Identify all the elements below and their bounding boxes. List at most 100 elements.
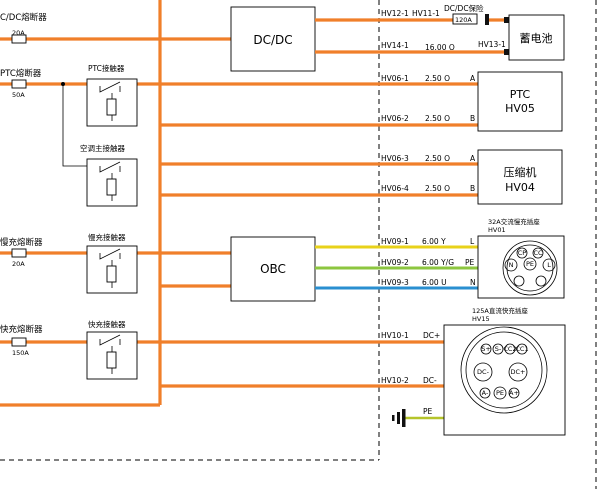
pin-hv09-1: L [470, 237, 475, 246]
wire-hv06-2-spec: 2.50 O [425, 114, 450, 123]
pin-hv10-1: DC+ [423, 331, 440, 340]
contactor-slow-coil [106, 265, 117, 283]
slow-pin-cc: CC [532, 247, 544, 259]
contactor-fast-switch [99, 334, 121, 346]
pin-hv09-3: N [470, 278, 476, 287]
fuse-ptc-rating: 50A [12, 91, 25, 99]
conn-hv10-1: HV10-1 [381, 331, 409, 340]
fast-charge-port-inner [465, 331, 543, 409]
pin-ground: PE [423, 407, 433, 416]
pin-hv09-2: PE [465, 258, 475, 267]
svg-text:PE: PE [526, 260, 534, 268]
obc-module [230, 236, 316, 302]
conn-hv11-1: HV11-1 [412, 9, 440, 18]
pin-hv06-1: A [470, 74, 476, 83]
fuse-ptc-label: PTC熔断器 [0, 68, 42, 79]
conn-hv06-4: HV06-4 [381, 184, 409, 193]
contactor-fast-label: 快充接触器 [88, 319, 126, 329]
slow-port-title: 32A交流慢充插座 [488, 217, 540, 226]
contactor-ac-label: 空调主接触器 [80, 143, 125, 153]
contactor-fast-coil [106, 351, 117, 369]
dcdc-fuse-label: DC/DC保险 [444, 3, 484, 13]
battery-box [508, 14, 565, 61]
fuse-dcdc-rating: 20A [12, 29, 25, 37]
svg-text:DC-: DC- [477, 368, 490, 376]
slow-charge-pins: CP CC N PE L [504, 247, 556, 287]
wire-hv14-spec: 16.00 O [425, 43, 455, 52]
dcdc-fuse-symbol [452, 13, 478, 25]
dcdc-module-label: DC/DC [253, 33, 292, 47]
fast-port-code: HV15 [472, 315, 490, 323]
fast-pin-cc2: CC2 [503, 343, 517, 355]
compressor-name: 压缩机 [504, 165, 537, 179]
pin-hv10-2: DC- [423, 376, 437, 385]
conn-hv09-1: HV09-1 [381, 237, 409, 246]
wire-ptc-coil-feed [62, 84, 87, 167]
pin-hv06-4: B [470, 184, 475, 193]
fuse-ptc-symbol [11, 79, 27, 89]
wire-hv09-1-spec: 6.00 Y [422, 237, 446, 246]
fast-pin-s-minus: S- [492, 343, 504, 355]
fast-charge-port-frame [443, 324, 566, 436]
dcdc-fuse-terminal [485, 14, 489, 25]
dcdc-module [230, 6, 316, 72]
fuse-slow-symbol [11, 248, 27, 258]
slow-pin-n: N [504, 258, 518, 272]
battery-terminal-neg [504, 49, 510, 55]
svg-text:CC1: CC1 [515, 345, 528, 353]
svg-text:DC+: DC+ [511, 368, 526, 376]
svg-text:A-: A- [482, 389, 489, 397]
fast-pin-s-plus: S+ [480, 343, 492, 355]
contactor-ptc-switch [99, 81, 121, 93]
conn-hv06-3: HV06-3 [381, 154, 409, 163]
fast-charge-pins: S+ S- CC2 CC1 DC- DC+ PE A- [473, 343, 529, 400]
contactor-ac-coil [106, 178, 117, 196]
battery-label: 蓄电池 [520, 32, 553, 45]
svg-text:S+: S+ [481, 345, 491, 353]
wire-hv06-1-spec: 2.50 O [425, 74, 450, 83]
slow-charge-port-frame [477, 235, 565, 299]
pin-hv06-2: B [470, 114, 475, 123]
conn-hv06-2: HV06-2 [381, 114, 409, 123]
slow-pin-pe: PE [523, 257, 537, 271]
fast-charge-port-outer [460, 326, 548, 414]
dcdc-fuse-rating: 120A [455, 16, 472, 24]
conn-hv14-1: HV14-1 [381, 41, 409, 50]
wire-hv06-3-spec: 2.50 O [425, 154, 450, 163]
fuse-dcdc-label: C/DC熔断器 [0, 12, 47, 23]
conn-hv12-1: HV12-1 [381, 9, 409, 18]
fuse-slow-rating: 20A [12, 260, 25, 268]
slow-charge-port-outer [502, 240, 558, 296]
conn-hv09-2: HV09-2 [381, 258, 409, 267]
conn-hv13-1: HV13-1 [478, 40, 506, 49]
fuse-dcdc-symbol [11, 34, 27, 44]
svg-text:CC: CC [533, 249, 543, 257]
fast-pin-dc-plus: DC+ [508, 362, 528, 382]
wire-hv09-3-spec: 6.00 U [422, 278, 447, 287]
contactor-ptc-label: PTC接触器 [88, 63, 125, 73]
obc-module-label: OBC [260, 262, 286, 276]
compressor-box [477, 149, 563, 205]
ground-icon [392, 409, 406, 427]
fuse-fast-symbol [11, 337, 27, 347]
conn-hv06-1: HV06-1 [381, 74, 409, 83]
slow-charge-port-inner [506, 244, 554, 292]
fast-pin-cc1: CC1 [515, 343, 529, 355]
conn-hv09-3: HV09-3 [381, 278, 409, 287]
wire-hv09-2-spec: 6.00 Y/G [422, 258, 454, 267]
fast-port-title: 125A直流快充插座 [472, 306, 528, 315]
slow-pin-cp: CP [516, 247, 528, 259]
wire-hv06-4-spec: 2.50 O [425, 184, 450, 193]
contactor-ptc-coil [106, 98, 117, 116]
fast-pin-a-minus: A- [479, 387, 491, 399]
pin-hv06-3: A [470, 154, 476, 163]
ptc-code: HV05 [505, 102, 535, 115]
fuse-fast-rating: 150A [12, 349, 29, 357]
fast-pin-a-plus: A+ [508, 387, 520, 399]
svg-text:A+: A+ [509, 389, 519, 397]
battery-terminal-pos [504, 17, 510, 23]
svg-text:S-: S- [495, 345, 502, 353]
svg-text:N: N [509, 261, 514, 269]
compressor-code: HV04 [505, 181, 535, 194]
